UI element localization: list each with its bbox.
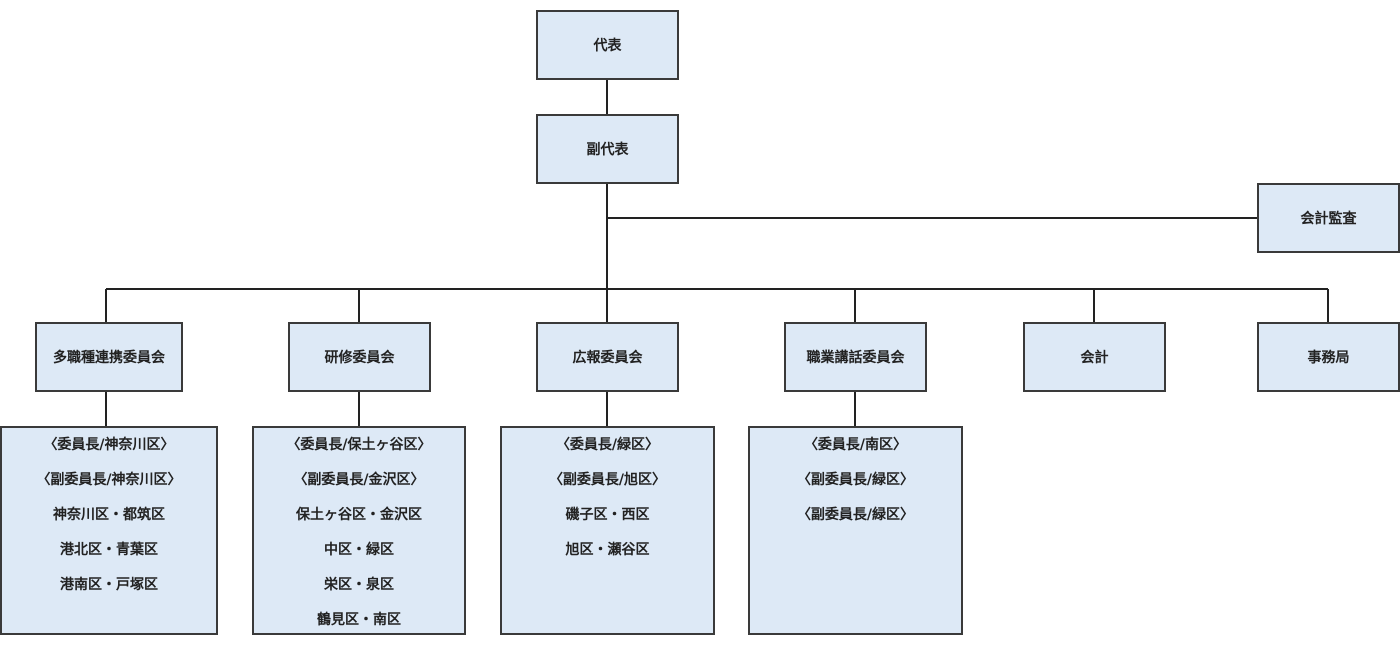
member-line: 栄区・泉区 (324, 577, 394, 593)
member-line: 港南区・戸塚区 (60, 577, 158, 593)
member-line: 神奈川区・都筑区 (53, 507, 165, 523)
member-line: 〈委員長/神奈川区〉 (43, 437, 175, 453)
node-label: 会計監査 (1300, 211, 1357, 227)
detail-tashokushu: 〈委員長/神奈川区〉 〈副委員長/神奈川区〉 神奈川区・都筑区 港北区・青葉区 … (0, 426, 218, 635)
member-line: 〈副委員長/緑区〉 (796, 507, 915, 523)
member-line: 〈副委員長/旭区〉 (548, 472, 667, 488)
node-label: 会計 (1080, 350, 1109, 366)
member-line: 鶴見区・南区 (317, 612, 401, 628)
node-committee-tashokushu: 多職種連携委員会 (35, 322, 183, 392)
node-secretariat: 事務局 (1257, 322, 1400, 392)
member-line: 〈副委員長/金沢区〉 (293, 472, 425, 488)
member-line: 〈委員長/南区〉 (803, 437, 908, 453)
node-label: 研修委員会 (324, 350, 395, 366)
member-line: 中区・緑区 (324, 542, 394, 558)
detail-shokugyo: 〈委員長/南区〉 〈副委員長/緑区〉 〈副委員長/緑区〉 (748, 426, 963, 635)
node-label: 事務局 (1307, 350, 1350, 366)
member-line: 〈委員長/保土ヶ谷区〉 (286, 437, 432, 453)
member-line: 保土ヶ谷区・金沢区 (296, 507, 422, 523)
node-committee-shokugyo: 職業講話委員会 (784, 322, 927, 392)
node-label: 副代表 (586, 142, 629, 158)
node-label: 代表 (593, 38, 622, 54)
node-vice-representative: 副代表 (536, 114, 679, 184)
node-label: 広報委員会 (572, 350, 643, 366)
node-representative: 代表 (536, 10, 679, 80)
node-label: 多職種連携委員会 (53, 350, 165, 366)
member-line: 港北区・青葉区 (60, 542, 158, 558)
node-accounting: 会計 (1023, 322, 1166, 392)
member-line: 〈副委員長/緑区〉 (796, 472, 915, 488)
node-committee-kenshu: 研修委員会 (288, 322, 431, 392)
member-line: 旭区・瀬谷区 (565, 542, 650, 558)
node-committee-koho: 広報委員会 (536, 322, 679, 392)
member-line: 〈委員長/緑区〉 (555, 437, 660, 453)
detail-kenshu: 〈委員長/保土ヶ谷区〉 〈副委員長/金沢区〉 保土ヶ谷区・金沢区 中区・緑区 栄… (252, 426, 466, 635)
member-line: 磯子区・西区 (565, 507, 650, 523)
node-label: 職業講話委員会 (806, 350, 905, 366)
node-audit: 会計監査 (1257, 183, 1400, 253)
detail-koho: 〈委員長/緑区〉 〈副委員長/旭区〉 磯子区・西区 旭区・瀬谷区 (500, 426, 715, 635)
member-line: 〈副委員長/神奈川区〉 (36, 472, 182, 488)
